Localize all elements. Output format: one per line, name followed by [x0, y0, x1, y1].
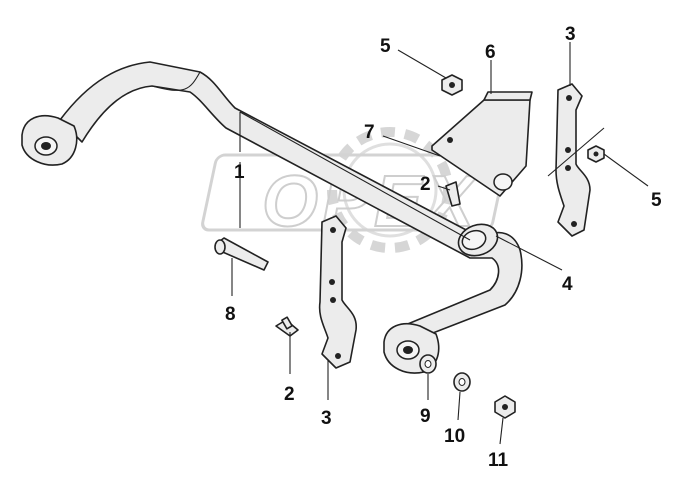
small-bolt-upper	[445, 181, 461, 207]
left-bar-eye	[21, 114, 78, 166]
lock-washer	[453, 372, 471, 392]
callout-3-left: 3	[321, 408, 332, 429]
callout-6: 6	[485, 42, 496, 63]
hex-nut	[494, 395, 516, 419]
bar-bushing	[457, 223, 499, 257]
callout-10: 10	[444, 426, 465, 447]
callout-7: 7	[364, 122, 375, 143]
callout-11: 11	[488, 450, 509, 471]
right-clamp-bracket	[555, 83, 591, 237]
callout-8: 8	[225, 304, 236, 325]
callout-labels: 1 2 2 3 3 4 5 5 6 7 8 9 10 11	[225, 24, 662, 471]
left-clamp-bracket	[318, 215, 357, 369]
callout-5-upper: 5	[380, 36, 391, 57]
callout-2-lower: 2	[284, 384, 295, 405]
stabilizer-bar	[59, 61, 523, 339]
callout-2-upper: 2	[420, 174, 431, 195]
long-bolt	[214, 237, 269, 271]
callout-3-right: 3	[565, 24, 576, 45]
upper-bracket	[431, 91, 533, 197]
callout-9: 9	[420, 406, 431, 427]
callout-1: 1	[234, 162, 245, 183]
washer	[419, 354, 437, 374]
callout-4: 4	[562, 274, 573, 295]
small-bolt-left	[275, 316, 299, 337]
nut-upper	[441, 74, 463, 96]
leader-lines	[231, 42, 649, 445]
nut-right	[587, 145, 605, 163]
callout-5-right: 5	[651, 190, 662, 211]
